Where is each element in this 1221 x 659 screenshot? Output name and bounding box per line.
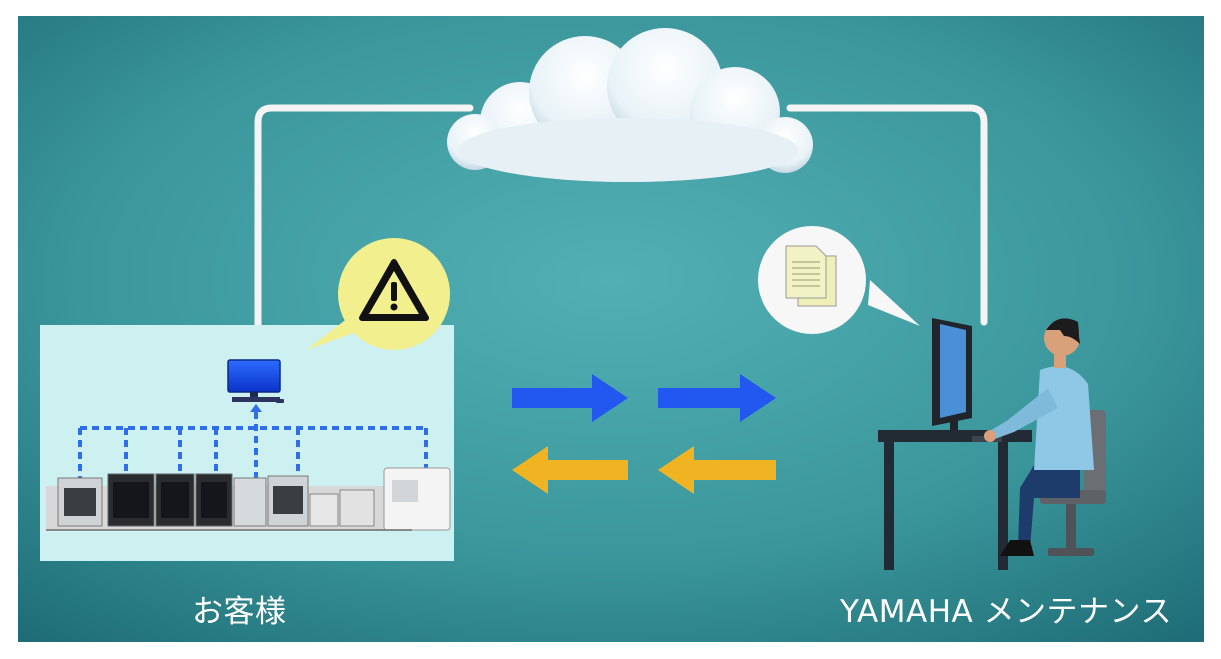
cloud-icon (447, 28, 813, 182)
document-icon (785, 245, 837, 307)
inbound-arrow-1 (512, 446, 628, 494)
outbound-arrow-1 (512, 374, 628, 422)
inbound-arrow-2 (658, 446, 776, 494)
operator-at-desk (878, 318, 1106, 570)
warning-bubble (306, 238, 450, 350)
monitor-icon (227, 359, 284, 403)
maintenance-label: YAMAHA メンテナンス (840, 594, 1172, 630)
outbound-arrow-2 (658, 374, 776, 422)
connection-line (254, 104, 988, 329)
report-bubble (758, 226, 920, 334)
warning-icon (359, 259, 429, 321)
network-arrowhead (250, 404, 262, 412)
customer-label: お客様 (192, 594, 287, 630)
production-line-machines (46, 467, 451, 531)
